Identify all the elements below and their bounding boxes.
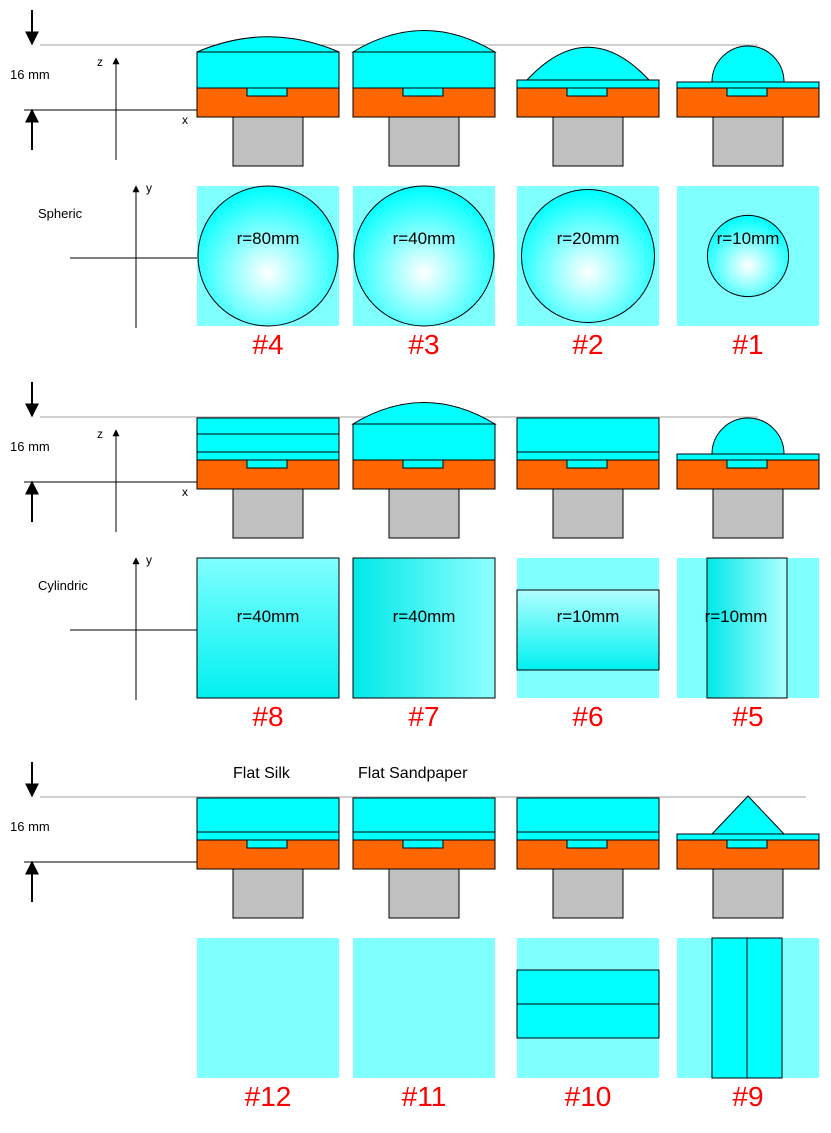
section-1-x-axis-label: x [182,485,188,499]
section-0-panel-2-led-chip [566,87,608,97]
section-2-caption-0: Flat Silk [233,765,291,782]
section-1-panel-1-radius-label: r=40mm [393,607,456,626]
section-1-panel-1-number-label: #7 [408,701,439,732]
section-2-caption-1: Flat Sandpaper [358,765,468,782]
section-0-y-axis-label: y [146,181,152,195]
section-1-panel-3-lens-base [676,453,820,461]
section-1-panel-2-lens-block [516,417,660,461]
section-2-panel-0-number-label: #12 [245,1081,292,1112]
section-1-panel-2-number-label: #6 [572,701,603,732]
section-1-panel-0-top-view [196,557,340,699]
section-2-thickness-label: 16 mm [10,819,50,834]
section-0-panel-2-number-label: #2 [572,329,603,360]
section-2-panel-0-top-view [197,938,339,1078]
section-0-panel-3-lens-dome [711,45,785,83]
section-0-panel-2-heatsink [552,107,624,167]
section-2-panel-1-lens-block [352,797,496,841]
section-0-panel-3-number-label: #1 [732,329,763,360]
section-2-panel-2-led-chip [566,839,608,849]
section-0-panel-0-number-label: #4 [252,329,283,360]
section-2-panel-3-lens-base [676,833,820,841]
section-2-panel-0-lens-block [196,797,340,841]
section-2-panel-1-top-view [353,938,495,1078]
section-1-panel-0-heatsink [232,479,304,539]
section-1-panel-3-led-chip [726,459,768,469]
section-2-panel-1-led-chip [402,839,444,849]
section-1-panel-3-number-label: #5 [732,701,763,732]
section-1-panel-2-cylinder-band [516,589,660,671]
section-1-panel-2-heatsink [552,479,624,539]
section-0-panel-0-radius-label: r=80mm [237,229,300,248]
section-0-panel-0-led-chip [246,87,288,97]
section-2-panel-3-number-label: #9 [732,1081,763,1112]
section-0-panel-3-lens-base [676,81,820,89]
section-1-side-label: Cylindric [38,578,88,593]
section-1-panel-0-radius-label: r=40mm [237,607,300,626]
section-1-panel-1-led-chip [402,459,444,469]
section-0-panel-2-lens-cap [525,46,651,81]
section-0-side-label: Spheric [38,206,83,221]
section-2-panel-2-lens-block [516,797,660,841]
section-1-thickness-label: 16 mm [10,439,50,454]
section-2-panel-2-heatsink [552,859,624,919]
section-0-panel-2-lens-base [516,79,660,89]
section-1-panel-3-radius-label: r=10mm [705,607,768,626]
section-0-x-axis-label: x [182,113,188,127]
section-0-panel-3-radius-label: r=10mm [717,229,780,248]
section-0-panel-0-sphere-footprint [197,185,339,327]
section-0-thickness-label: 16 mm [10,67,50,82]
section-1-panel-0-led-chip [246,459,288,469]
section-1-panel-0-lens-block [196,417,340,461]
section-0-panel-2-sphere-footprint [521,189,655,323]
section-1-panel-2-led-chip [566,459,608,469]
section-2-panel-3-lens-prism [710,795,786,835]
section-0-panel-1-lens-base [352,51,496,89]
section-1-panel-1-lens-cap [351,402,497,425]
section-2-panel-3-heatsink [712,859,784,919]
section-1-panel-1-top-view [352,557,496,699]
section-0-panel-1-number-label: #3 [408,329,439,360]
section-0-panel-1-sphere-footprint [353,185,495,327]
section-0-panel-2-radius-label: r=20mm [557,229,620,248]
section-1-panel-1-lens-base [352,423,496,461]
section-2-panel-2-number-label: #10 [565,1081,612,1112]
section-2-panel-1-number-label: #11 [402,1081,447,1112]
section-0-panel-0-lens-base [196,51,340,89]
section-0-panel-1-radius-label: r=40mm [393,229,456,248]
section-0-panel-1-led-chip [402,87,444,97]
section-1-panel-2-radius-label: r=10mm [557,607,620,626]
section-2-panel-0-led-chip [246,839,288,849]
section-0-panel-3-heatsink [712,107,784,167]
section-1-panel-3-cylinder-band [706,557,788,699]
section-1-y-axis-label: y [146,553,152,567]
section-2-panel-3-led-chip [726,839,768,849]
section-1-panel-0-number-label: #8 [252,701,283,732]
section-1-z-axis-label: z [97,427,103,441]
section-1-panel-3-lens-dome [711,417,785,455]
section-0-panel-3-sphere-footprint [706,214,790,298]
section-0-z-axis-label: z [97,55,103,69]
section-0-panel-3-led-chip [726,87,768,97]
section-0-panel-0-lens-cap [196,36,340,53]
section-1-panel-1-heatsink [388,479,460,539]
section-2-panel-0-heatsink [232,859,304,919]
section-1-panel-3-heatsink [712,479,784,539]
section-0-panel-1-lens-cap [351,30,497,53]
